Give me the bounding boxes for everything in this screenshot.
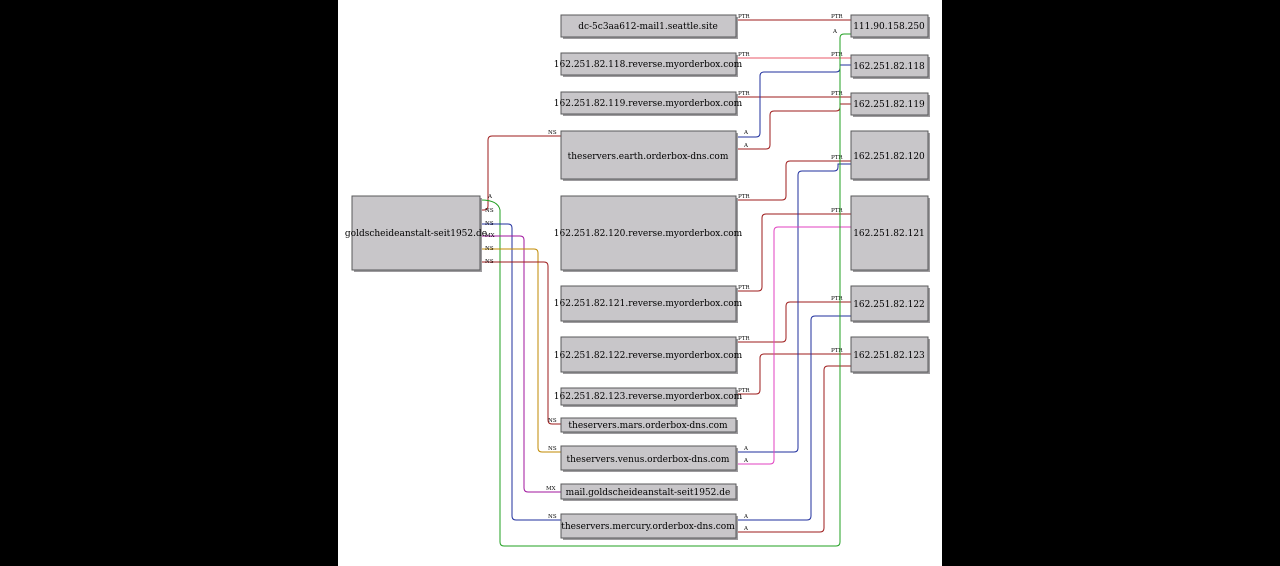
node-label-ip118: 162.251.82.118 bbox=[853, 62, 925, 72]
edge-label-dom-mx-b: MX bbox=[485, 233, 495, 239]
node-label-rev120: 162.251.82.120.reverse.myorderbox.com bbox=[554, 229, 743, 239]
node-label-ip250: 111.90.158.250 bbox=[853, 22, 925, 32]
edge-ptr-121 bbox=[736, 213, 851, 292]
edge-label-ptr-122-end: PTR bbox=[831, 296, 843, 302]
edge-ptr-122 bbox=[736, 301, 851, 343]
node-ip119[interactable] bbox=[850, 92, 929, 116]
node-label-venus: theservers.venus.orderbox-dns.com bbox=[567, 455, 730, 465]
node-label-ip123: 162.251.82.123 bbox=[853, 351, 925, 361]
edge-label-dom-ns-mercury: NS bbox=[548, 514, 557, 520]
node-rev121[interactable] bbox=[560, 285, 737, 322]
edge-label-dom-a: A bbox=[487, 194, 493, 200]
edge-dom-a bbox=[480, 33, 851, 547]
diagram-canvas: PTR PTR PTR PTR PTR PTR A A PTR PTR PTR … bbox=[338, 0, 942, 566]
edge-venus-a1 bbox=[736, 163, 851, 453]
edge-mercury-a2 bbox=[736, 365, 851, 533]
edge-dom-ns-earth bbox=[481, 135, 561, 211]
edge-label-mercury-a2: A bbox=[743, 526, 749, 532]
edge-label-ptr-121: PTR bbox=[738, 285, 750, 291]
node-mx[interactable] bbox=[560, 483, 737, 500]
edge-label-dom-ns-earth: NS bbox=[548, 130, 557, 136]
edge-label-mercury-a1: A bbox=[743, 514, 749, 520]
node-mercury[interactable] bbox=[560, 513, 737, 539]
node-ip121[interactable] bbox=[850, 195, 929, 271]
dns-graph: PTR PTR PTR PTR PTR PTR A A PTR PTR PTR … bbox=[345, 14, 930, 547]
edge-label-dom-ns-b: NS bbox=[485, 221, 494, 227]
node-label-ip121: 162.251.82.121 bbox=[853, 229, 925, 239]
node-label-mercury: theservers.mercury.orderbox-dns.com bbox=[561, 522, 735, 532]
edge-label-ptr-123: PTR bbox=[738, 388, 750, 394]
edge-dom-ns-mars bbox=[481, 261, 561, 425]
edge-label-earth-a2: A bbox=[743, 143, 749, 149]
edge-label-ptr-mail1: PTR bbox=[738, 14, 750, 20]
node-ip118[interactable] bbox=[850, 54, 929, 78]
edge-ptr-123 bbox=[736, 353, 851, 395]
node-rev118[interactable] bbox=[560, 52, 737, 76]
edge-ptr-120 bbox=[736, 160, 851, 201]
edge-label-ptr-122: PTR bbox=[738, 336, 750, 342]
edge-dom-mx bbox=[481, 235, 561, 493]
node-label-ip120: 162.251.82.120 bbox=[853, 152, 925, 162]
edge-label-dom-ns-mars: NS bbox=[548, 418, 557, 424]
node-venus[interactable] bbox=[560, 445, 737, 471]
edge-label-ptr-120: PTR bbox=[738, 194, 750, 200]
node-mail1[interactable] bbox=[560, 14, 737, 38]
node-rev120[interactable] bbox=[560, 195, 737, 271]
node-ip120[interactable] bbox=[850, 130, 929, 180]
edge-label-ptr-119-end: PTR bbox=[831, 91, 843, 97]
node-ip250[interactable] bbox=[850, 14, 929, 38]
node-earth[interactable] bbox=[560, 130, 737, 180]
node-ip122[interactable] bbox=[850, 285, 929, 322]
edge-earth-a2 bbox=[736, 103, 851, 150]
node-label-mx: mail.goldscheideanstalt-seit1952.de bbox=[566, 488, 731, 498]
node-mars[interactable] bbox=[560, 417, 737, 433]
node-label-mail1: dc-5c3aa612-mail1.seattle.site bbox=[578, 22, 718, 32]
edge-label-venus-a1: A bbox=[743, 446, 749, 452]
edge-label-ptr-121-end: PTR bbox=[831, 208, 843, 214]
node-label-rev122: 162.251.82.122.reverse.myorderbox.com bbox=[554, 351, 743, 361]
node-label-ip122: 162.251.82.122 bbox=[853, 300, 925, 310]
edge-earth-a1 bbox=[736, 64, 851, 138]
edge-venus-a2 bbox=[736, 226, 851, 465]
edge-dom-ns-venus bbox=[481, 248, 561, 453]
edge-label-ptr-123-end: PTR bbox=[831, 348, 843, 354]
edge-label-ptr-118-end: PTR bbox=[831, 52, 843, 58]
node-label-ip119: 162.251.82.119 bbox=[853, 100, 925, 110]
node-label-mars: theservers.mars.orderbox-dns.com bbox=[568, 421, 728, 431]
edge-label-dom-ns-c: NS bbox=[485, 246, 494, 252]
node-rev123[interactable] bbox=[560, 387, 737, 406]
edge-mercury-a1 bbox=[736, 315, 851, 521]
edge-label-ptr-118: PTR bbox=[738, 52, 750, 58]
edge-label-dom-mx: MX bbox=[546, 486, 556, 492]
node-label-rev121: 162.251.82.121.reverse.myorderbox.com bbox=[554, 299, 743, 309]
node-label-domain: goldscheideanstalt-seit1952.de bbox=[345, 229, 487, 239]
edge-label-ptr-mail1-end: PTR bbox=[831, 14, 843, 20]
node-rev122[interactable] bbox=[560, 336, 737, 373]
edge-label-dom-ns-d: NS bbox=[485, 259, 494, 265]
node-rev119[interactable] bbox=[560, 91, 737, 115]
edge-label-ptr-119: PTR bbox=[738, 91, 750, 97]
edge-label-venus-a2: A bbox=[743, 458, 749, 464]
node-domain[interactable] bbox=[351, 195, 481, 271]
node-label-rev123: 162.251.82.123.reverse.myorderbox.com bbox=[554, 392, 743, 402]
node-label-earth: theservers.earth.orderbox-dns.com bbox=[568, 152, 729, 162]
edge-label-dom-a-end: A bbox=[832, 29, 838, 35]
edge-label-dom-ns-a: NS bbox=[485, 208, 494, 214]
edge-label-earth-a1: A bbox=[743, 130, 749, 136]
node-label-rev118: 162.251.82.118.reverse.myorderbox.com bbox=[554, 60, 743, 70]
node-ip123[interactable] bbox=[850, 336, 929, 373]
edge-label-dom-ns-venus: NS bbox=[548, 446, 557, 452]
node-label-rev119: 162.251.82.119.reverse.myorderbox.com bbox=[554, 99, 743, 109]
edge-label-ptr-120-end: PTR bbox=[831, 155, 843, 161]
edge-dom-ns-mercury bbox=[481, 223, 561, 521]
